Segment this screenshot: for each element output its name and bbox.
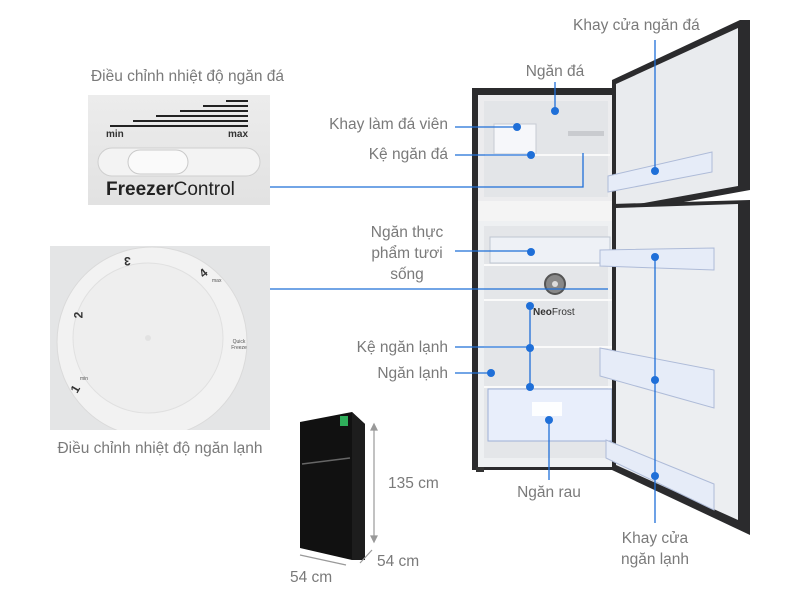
label-fridge-compartment: Ngăn lạnh: [377, 365, 448, 382]
small-fridge-image: [300, 412, 365, 560]
quick-freeze-label: Quick Freeze: [231, 339, 247, 351]
temperature-dial-icon: [56, 246, 248, 430]
label-fridge-shelf: Kệ ngăn lạnh: [356, 339, 448, 356]
logo-light: Frost: [551, 307, 575, 318]
label-fridge-door-tray-2: ngăn lạnh: [620, 551, 690, 568]
label-fresh-food-2: phẩm tươi: [371, 245, 443, 262]
neofrost-logo: NeoFrost: [533, 307, 575, 318]
fridge-dial-panel: 1 2 3 4 max min Quick Freeze: [50, 246, 270, 430]
freezer-control-panel: min max FreezerControl: [88, 95, 270, 205]
brand-light: Control: [173, 179, 235, 200]
dial-max-label: max: [212, 278, 222, 284]
brand-bold: Freezer: [106, 179, 174, 200]
freezer-control-title: Điều chỉnh nhiệt độ ngăn đá: [90, 68, 285, 85]
label-freezer-compartment: Ngăn đá: [525, 63, 585, 80]
logo-bold: Neo: [533, 307, 552, 318]
label-fresh-food-3: sống: [390, 266, 424, 283]
dimension-height: 135 cm: [388, 475, 439, 492]
freezer-control-brand: FreezerControl: [106, 179, 235, 201]
dimension-width: 54 cm: [290, 569, 333, 586]
label-ice-tray: Khay làm đá viên: [329, 116, 448, 133]
label-freezer-shelf: Kệ ngăn đá: [368, 146, 448, 163]
label-fridge-door-tray-1: Khay cửa: [621, 530, 689, 547]
dial-min-label: min: [80, 376, 89, 382]
callout-dots: [487, 107, 659, 480]
label-fresh-food-1: Ngăn thực: [370, 224, 444, 241]
fridge-dial-caption: Điều chỉnh nhiệt độ ngăn lạnh: [57, 440, 263, 457]
freezer-max-label: max: [227, 129, 248, 140]
freezer-level-bars-icon: [97, 100, 261, 177]
freezer-min-label: min: [106, 129, 124, 140]
dimension-depth: 54 cm: [377, 553, 420, 570]
label-freezer-door-tray: Khay cửa ngăn đá: [573, 17, 700, 34]
label-vegetable-drawer: Ngăn rau: [517, 484, 581, 501]
